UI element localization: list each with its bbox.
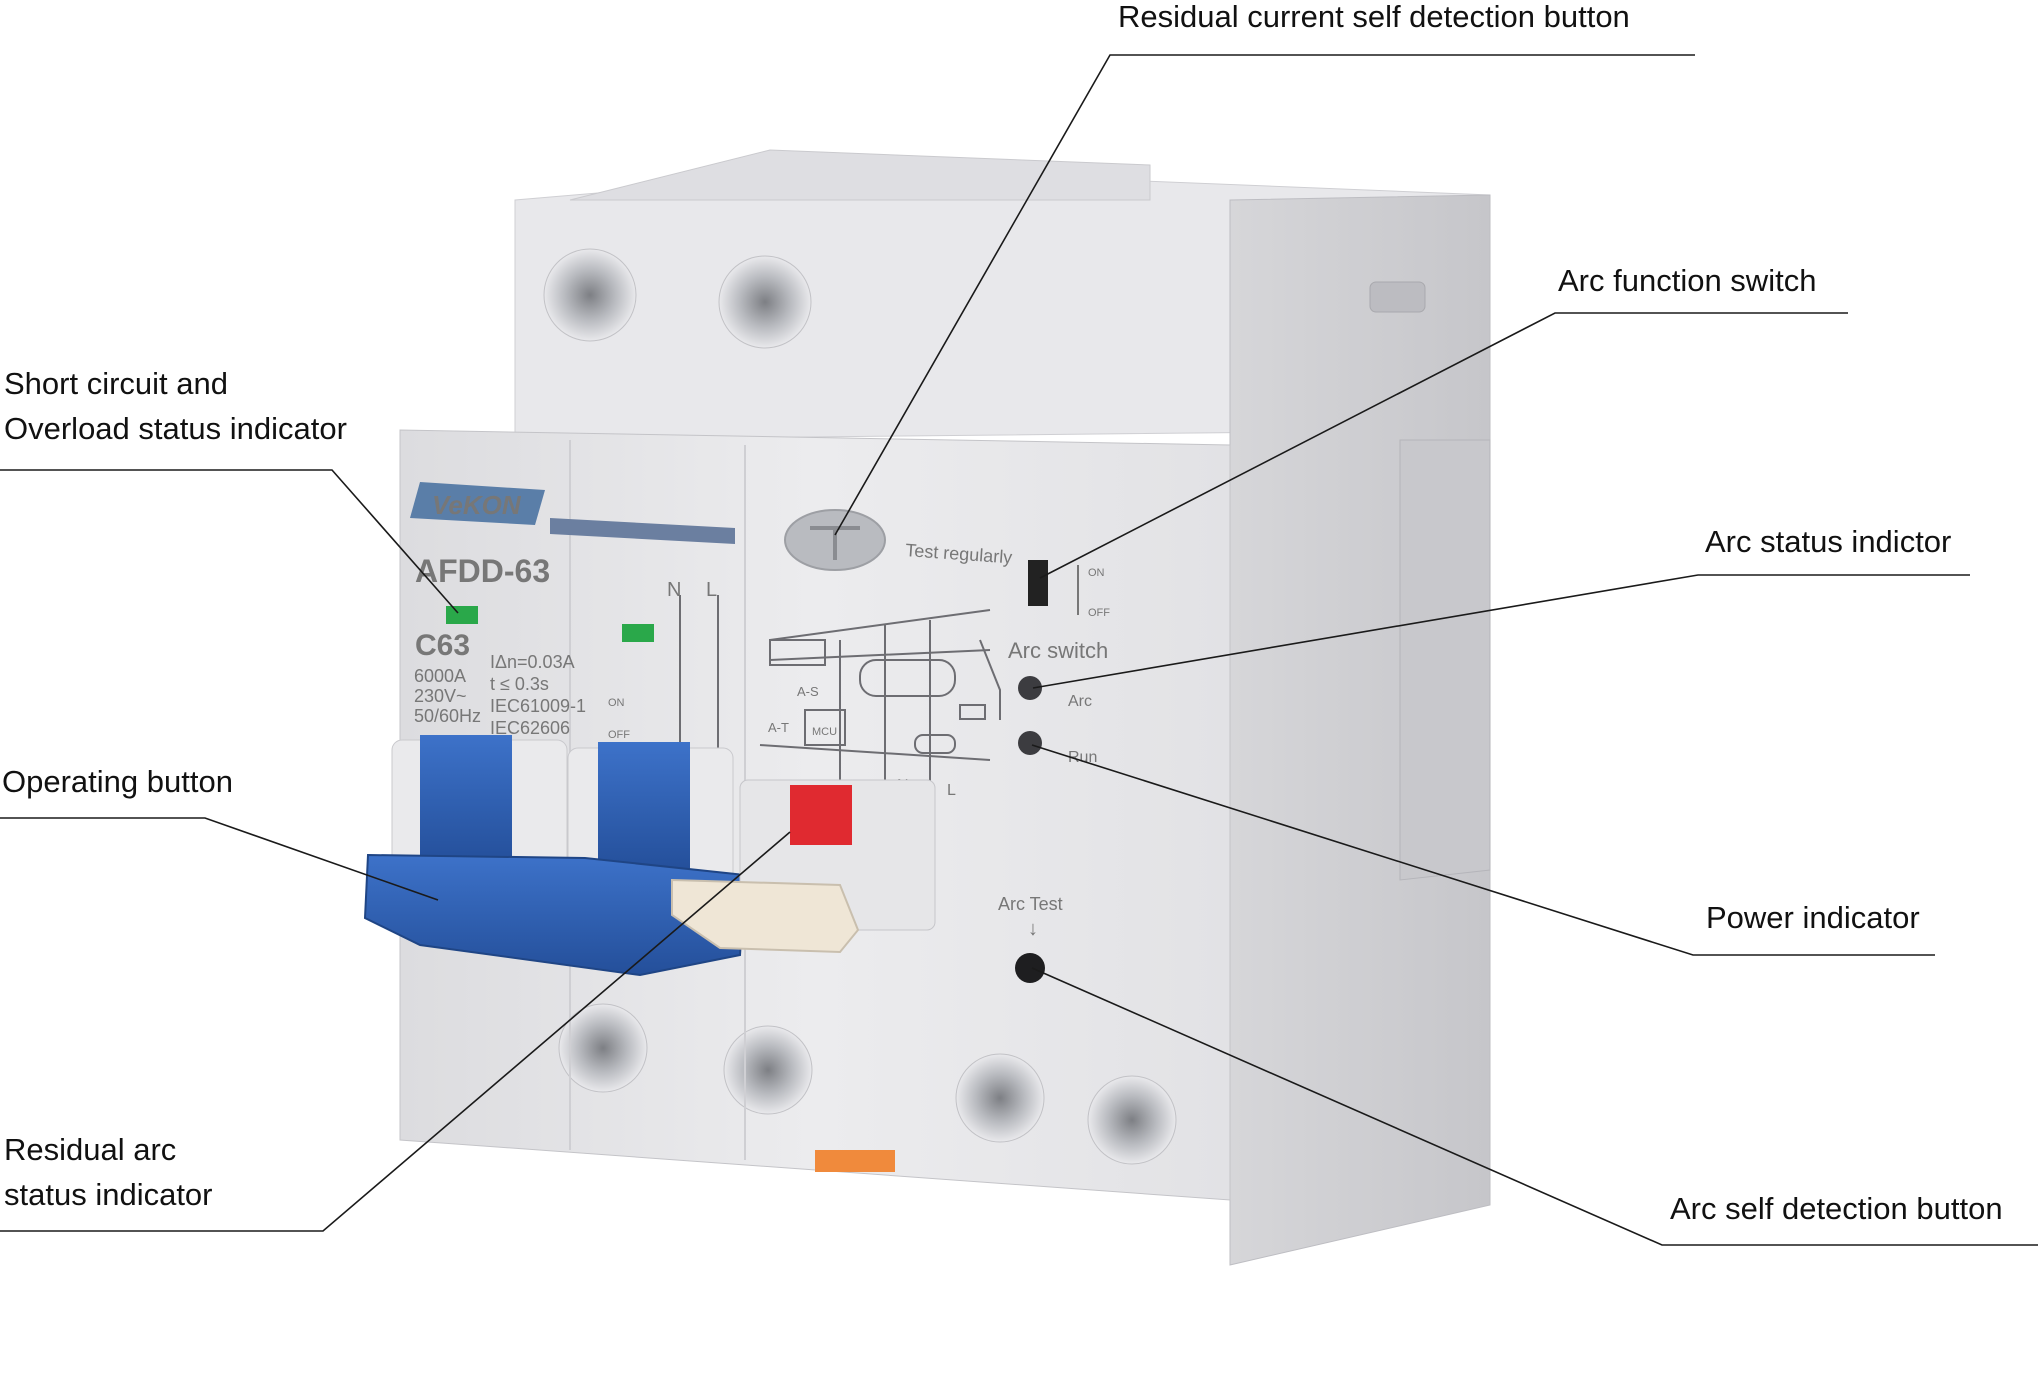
led-middle xyxy=(622,624,654,642)
callout-short-circuit-line2: Overload status indicator xyxy=(4,410,347,446)
callout-short-circuit-indicator: Short circuit and Overload status indica… xyxy=(4,362,347,452)
spec-1: 6000A xyxy=(414,666,466,686)
param-2: t ≤ 0.3s xyxy=(490,674,549,694)
on-label-right: ON xyxy=(1088,567,1105,579)
arc-test-button[interactable] xyxy=(1015,953,1045,983)
leader-short-circuit xyxy=(0,469,459,614)
arc-status-led xyxy=(1018,676,1042,700)
arc-function-switch[interactable] xyxy=(1028,560,1048,606)
arc-switch-text: Arc switch xyxy=(1008,638,1108,663)
circuit-breaker-device: VeKON AFDD-63 C63 6000A 230V~ 50/60Hz IΔ… xyxy=(363,149,1491,1266)
leader-operating xyxy=(0,817,439,901)
toggle-blue-right xyxy=(598,742,690,872)
residual-arc-indicator xyxy=(790,785,852,845)
callout-arc-function-switch: Arc function switch xyxy=(1558,259,1816,304)
callout-short-circuit-line1: Short circuit and xyxy=(4,366,228,401)
bottom-terminal-1 xyxy=(558,1003,648,1093)
led-left xyxy=(446,606,478,624)
leader-arc-function xyxy=(1039,312,1848,579)
top-terminal-right xyxy=(718,255,812,349)
callout-power-indicator: Power indicator xyxy=(1706,896,1920,941)
bottom-clip xyxy=(815,1150,895,1172)
arc-test-arrow: ↓ xyxy=(1028,918,1038,940)
bottom-terminal-3 xyxy=(955,1053,1045,1143)
off-label-left: OFF xyxy=(608,729,630,741)
arc-test-text: Arc Test xyxy=(998,894,1063,914)
power-led xyxy=(1018,731,1042,755)
din-rail-notch xyxy=(1399,439,1491,881)
leader-residual-current xyxy=(834,54,1695,536)
spec-3: 50/60Hz xyxy=(414,706,481,726)
run-led-label: Run xyxy=(1068,749,1097,766)
bottom-terminal-2 xyxy=(723,1025,813,1115)
top-terminal-left xyxy=(543,248,637,342)
rating-text: C63 xyxy=(415,629,470,662)
residual-test-button-mark xyxy=(810,526,860,560)
toggle-blue-left xyxy=(420,735,512,865)
top-ridge xyxy=(569,149,1151,201)
callout-residual-arc-line1: Residual arc xyxy=(4,1132,177,1167)
schematic-l-top: L xyxy=(706,579,717,601)
arc-led-label: Arc xyxy=(1068,693,1092,710)
callout-operating-button: Operating button xyxy=(2,760,233,805)
schematic-as: A-S xyxy=(797,684,819,699)
leader-arc-status xyxy=(1032,574,1970,689)
brand-badge xyxy=(410,482,545,525)
callout-residual-current-button-text: Residual current self detection button xyxy=(1118,0,1630,34)
operating-handle[interactable] xyxy=(363,853,747,977)
callout-power-indicator-text: Power indicator xyxy=(1706,900,1920,935)
leader-lines xyxy=(0,54,2038,1246)
param-1: IΔn=0.03A xyxy=(490,652,575,672)
callout-arc-self-detection-text: Arc self detection button xyxy=(1670,1191,2003,1226)
spec-2: 230V~ xyxy=(414,686,467,706)
schematic-n-top: N xyxy=(667,579,681,601)
leader-power xyxy=(1031,744,1935,956)
bottom-terminal-4 xyxy=(1087,1075,1177,1165)
leader-residual-arc xyxy=(0,831,791,1232)
callout-residual-arc-line2: status indicator xyxy=(4,1176,213,1212)
off-label-right: OFF xyxy=(1088,607,1110,619)
side-vent xyxy=(1369,281,1426,313)
schematic-at: A-T xyxy=(768,720,789,735)
param-3: IEC61009-1 xyxy=(490,696,586,716)
on-label-left: ON xyxy=(608,697,625,709)
brand-text: VeKON xyxy=(432,490,522,520)
callout-residual-arc-indicator: Residual arc status indicator xyxy=(4,1128,213,1218)
callout-arc-status-indicator: Arc status indictor xyxy=(1705,520,1951,565)
brand-stripe xyxy=(550,518,735,544)
callout-arc-self-detection-button: Arc self detection button xyxy=(1670,1187,2003,1232)
schematic-mcu: MCU xyxy=(812,726,837,738)
leader-arc-self xyxy=(1031,967,2038,1246)
callout-arc-status-text: Arc status indictor xyxy=(1705,524,1952,559)
callout-arc-function-switch-text: Arc function switch xyxy=(1558,263,1817,298)
white-handle[interactable] xyxy=(671,878,860,954)
model-text: AFDD-63 xyxy=(415,553,550,589)
callout-residual-current-button: Residual current self detection button xyxy=(1118,0,1630,40)
callout-operating-button-text: Operating button xyxy=(2,764,233,799)
schematic-l-bottom: L xyxy=(947,782,956,799)
param-4: IEC62606 xyxy=(490,718,570,738)
